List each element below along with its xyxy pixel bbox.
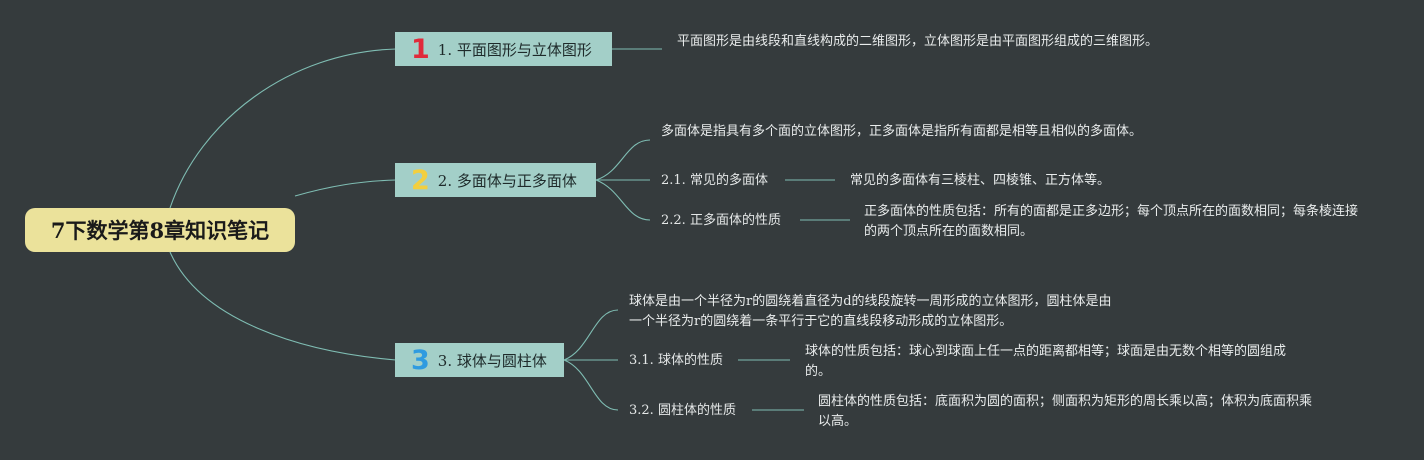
link-root-b2	[294, 179, 397, 197]
link-b2-sub2	[595, 179, 651, 221]
root-title: 7下数学第8章知识笔记	[50, 218, 270, 243]
link-b2-note	[595, 139, 651, 181]
branch-3-label: 3. 球体与圆柱体	[437, 351, 547, 370]
badge-3-icon: 3	[411, 344, 430, 376]
branch-2-sub-2-note: 正多面体的性质包括：所有的面都是正多边形；每个顶点所在的面数相同；每条棱连接的两…	[864, 204, 1359, 239]
branch-3-sub-1-label[interactable]: 3.1. 球体的性质	[629, 353, 723, 368]
link-b3-note	[563, 309, 619, 361]
link-root-b3	[169, 251, 397, 361]
root-topic[interactable]: 7下数学第8章知识笔记	[25, 208, 295, 252]
branch-3-sub-2-note: 圆柱体的性质包括：底面积为圆的面积；侧面积为矩形的周长乘以高；体积为底面积乘以高…	[818, 394, 1313, 429]
branch-3-note: 球体是由一个半径为r的圆绕着直径为d的线段旋转一周形成的立体图形，圆柱体是由一个…	[629, 294, 1112, 329]
branch-2-label: 2. 多面体与正多面体	[437, 171, 577, 190]
branch-3-sub-1-note: 球体的性质包括：球心到球面上任一点的距离都相等；球面是由无数个相等的圆组成的。	[805, 344, 1287, 379]
link-b3-sub2	[563, 359, 619, 411]
branch-3-topic[interactable]: 3 3. 球体与圆柱体	[395, 343, 564, 377]
branch-2-note: 多面体是指具有多个面的立体图形，正多面体是指所有面都是相等且相似的多面体。	[661, 124, 1143, 139]
branch-1-topic[interactable]: 1 1. 平面图形与立体图形	[395, 32, 612, 66]
branch-1-note: 平面图形是由线段和直线构成的二维图形，立体图形是由平面图形组成的三维图形。	[677, 34, 1159, 49]
branch-2-sub-1-note: 常见的多面体有三棱柱、四棱锥、正方体等。	[850, 173, 1111, 188]
branch-1-label: 1. 平面图形与立体图形	[437, 40, 592, 59]
branch-2-topic[interactable]: 2 2. 多面体与正多面体	[395, 163, 596, 197]
branch-2-sub-2-label[interactable]: 2.2. 正多面体的性质	[661, 213, 781, 228]
badge-2-icon: 2	[411, 164, 430, 196]
link-root-b1	[169, 48, 397, 209]
badge-1-icon: 1	[411, 33, 430, 65]
branch-2-sub-1-label[interactable]: 2.1. 常见的多面体	[661, 173, 768, 188]
branch-3-sub-2-label[interactable]: 3.2. 圆柱体的性质	[629, 403, 736, 418]
